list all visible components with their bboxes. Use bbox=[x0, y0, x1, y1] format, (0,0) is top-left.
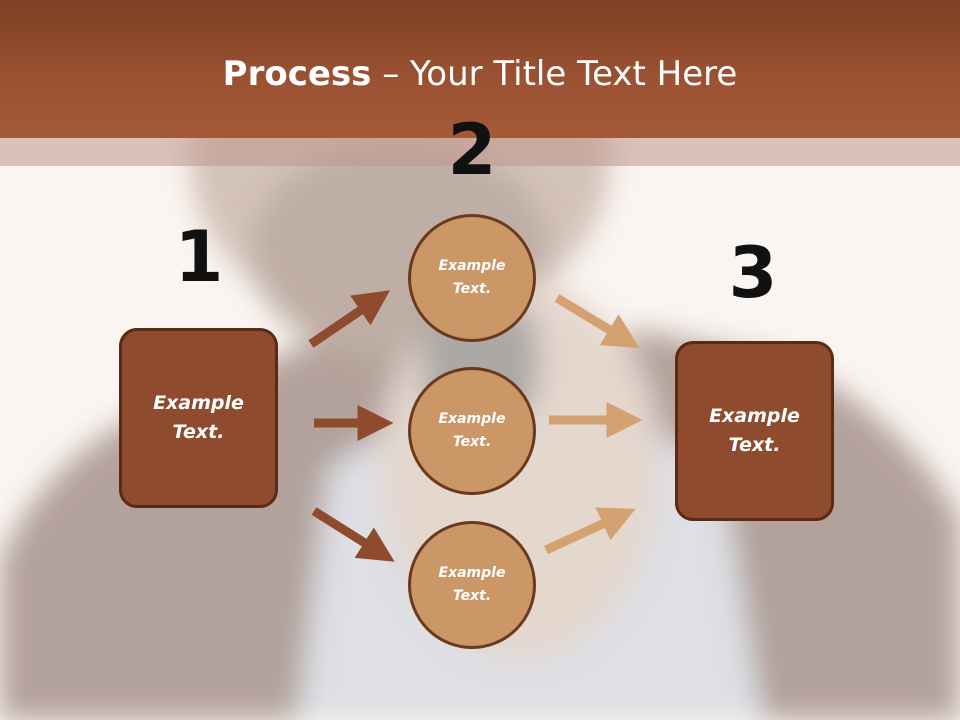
circle-top: Example Text. bbox=[408, 214, 536, 342]
step-number-2: 2 bbox=[447, 109, 497, 191]
circle-middle: Example Text. bbox=[408, 367, 536, 495]
title-rest: Your Title Text Here bbox=[410, 54, 738, 94]
circle-middle-text: Example Text. bbox=[438, 411, 506, 450]
title-bold: Process bbox=[222, 54, 372, 94]
step-number-1: 1 bbox=[174, 216, 224, 298]
title-bar bbox=[0, 0, 960, 138]
page-title: Process – Your Title Text Here bbox=[0, 52, 960, 96]
title-bar-band bbox=[0, 138, 960, 166]
circle-top-text: Example Text. bbox=[438, 258, 506, 297]
right-box: Example Text. bbox=[675, 341, 834, 521]
left-box: Example Text. bbox=[119, 328, 278, 508]
left-box-text: Example Text. bbox=[153, 392, 244, 443]
circle-bottom-text: Example Text. bbox=[438, 565, 506, 604]
circle-bottom: Example Text. bbox=[408, 521, 536, 649]
step-number-3: 3 bbox=[728, 232, 778, 314]
right-box-text: Example Text. bbox=[709, 405, 800, 456]
title-separator: – bbox=[371, 54, 411, 94]
